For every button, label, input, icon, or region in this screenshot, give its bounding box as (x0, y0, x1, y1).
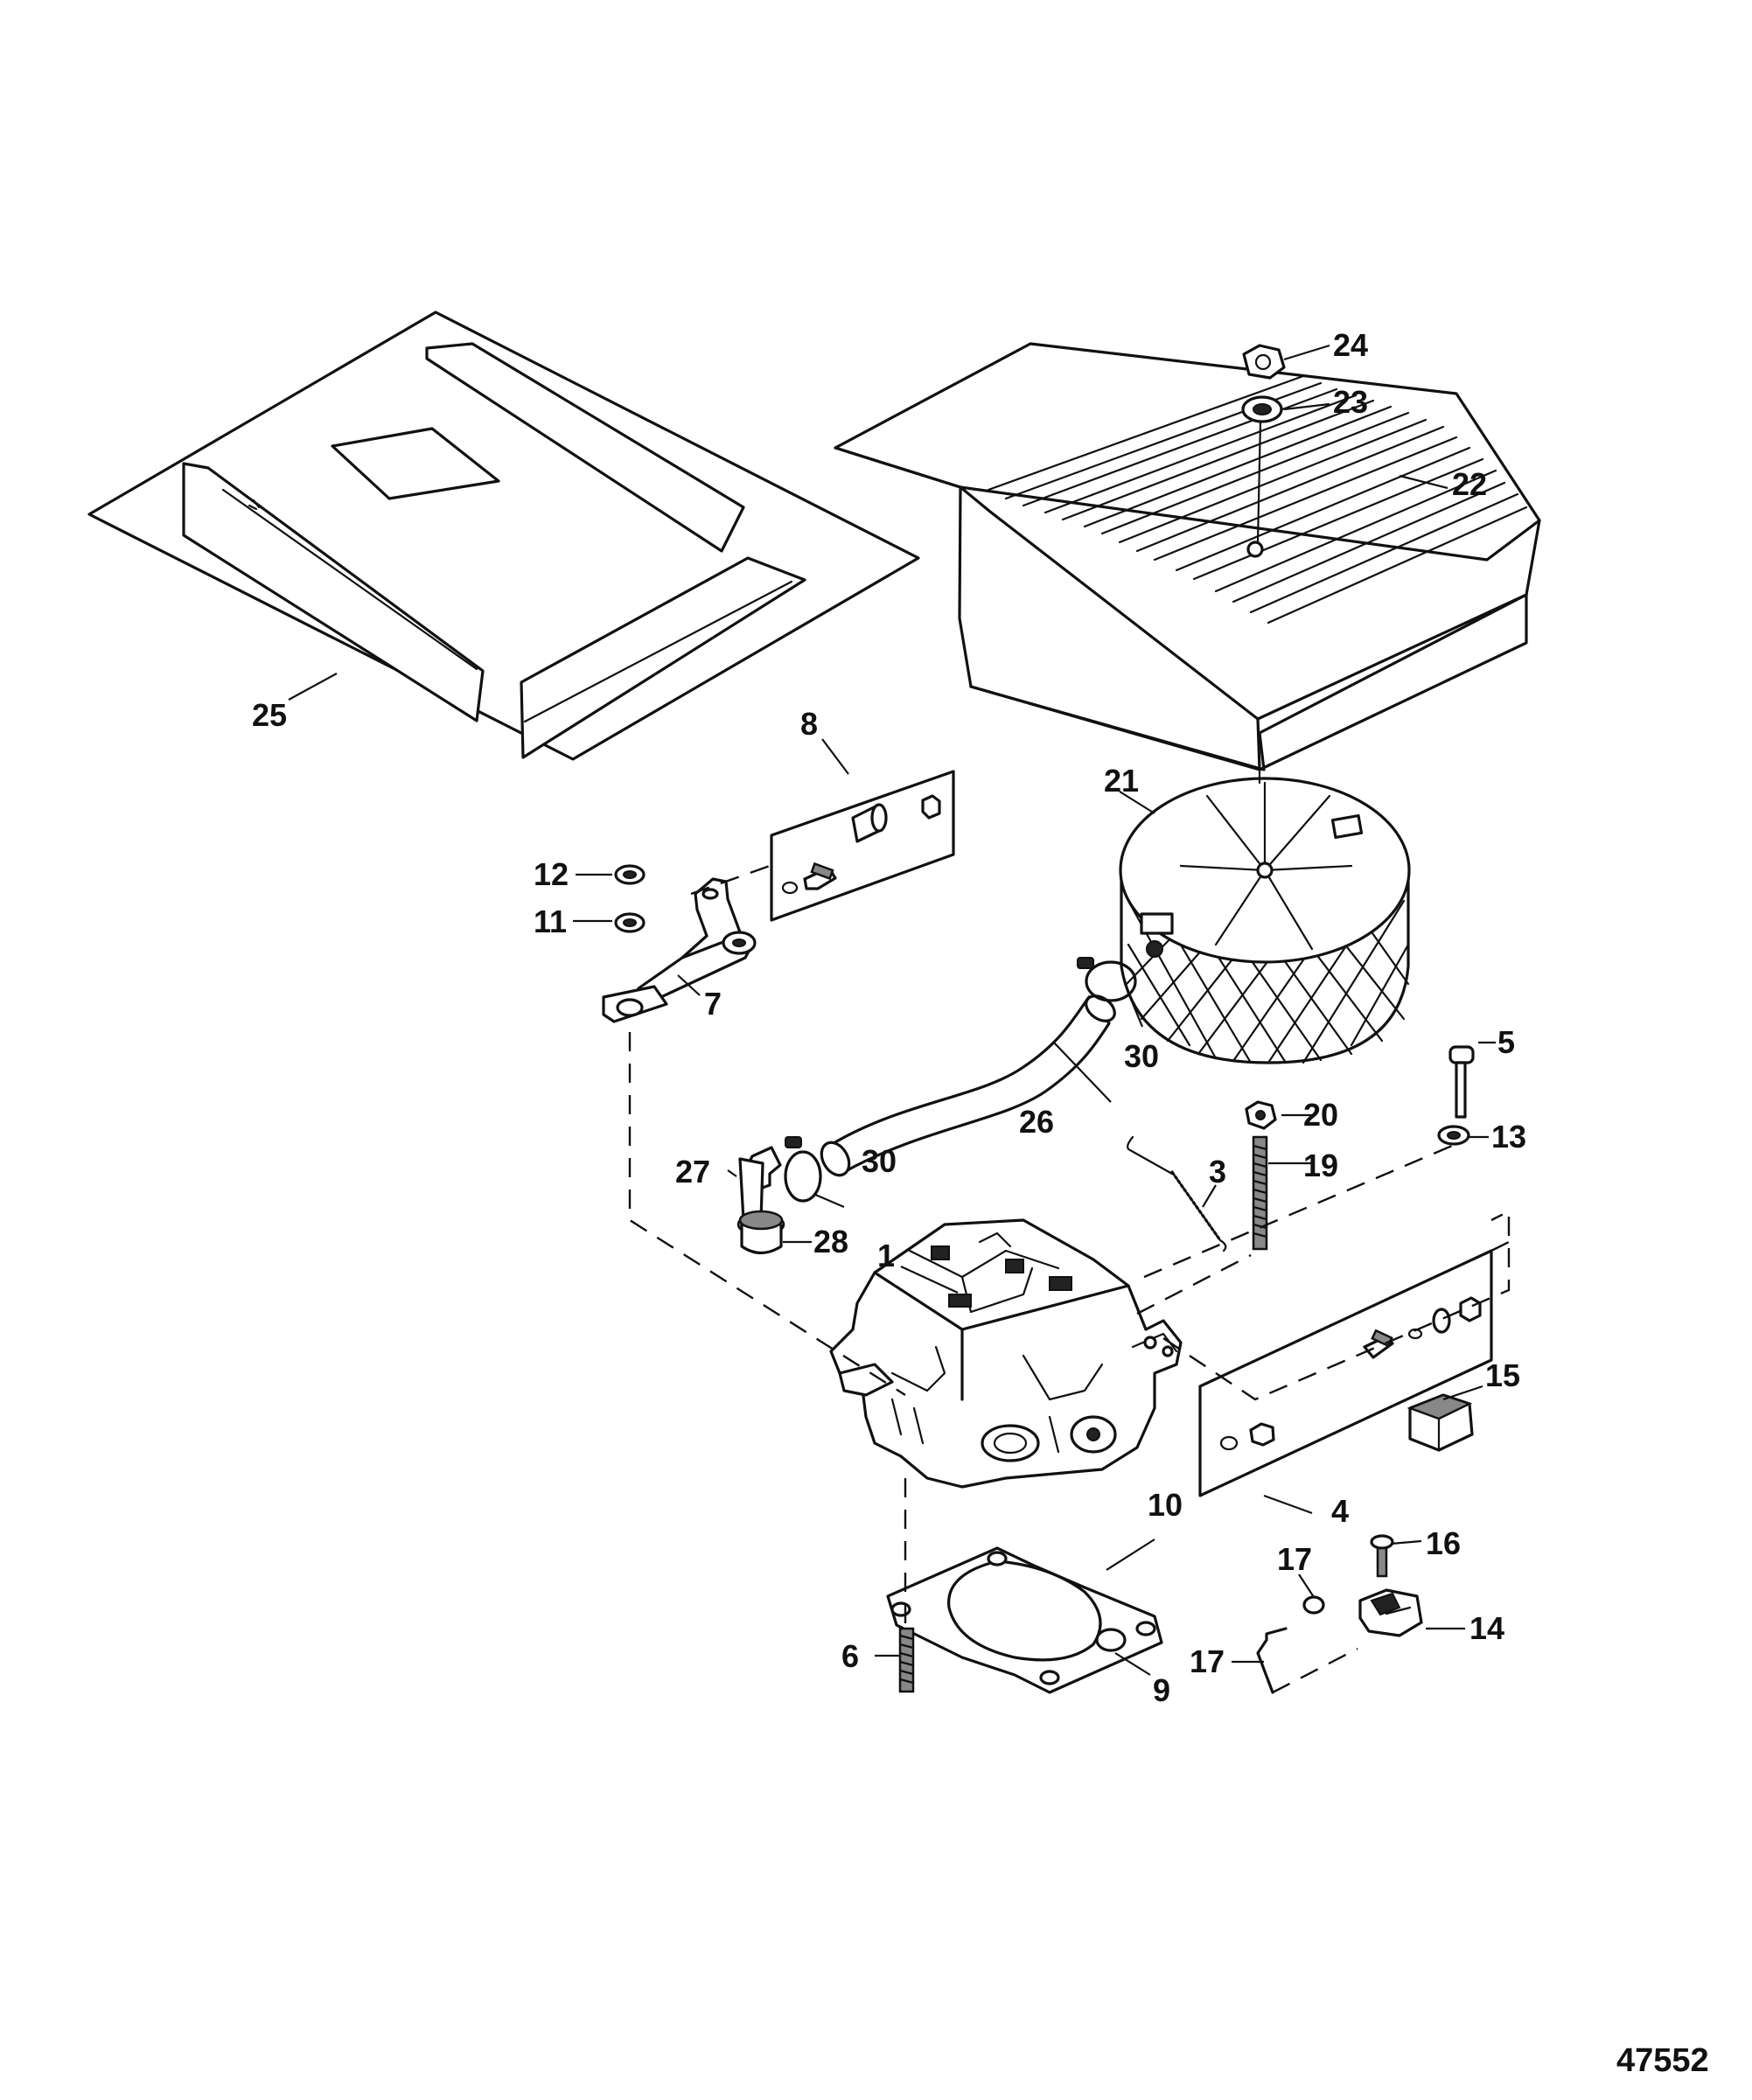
callout-14: 14 (1469, 1610, 1504, 1646)
callout-16: 16 (1426, 1525, 1461, 1561)
part-28-plug (736, 1210, 785, 1255)
part-11-washer (614, 912, 646, 933)
callout-26: 26 (1019, 1104, 1054, 1140)
callout-18: 17 (1277, 1541, 1312, 1577)
callout-20: 20 (1303, 1097, 1338, 1133)
part-12-nut (614, 864, 646, 885)
callout-28: 28 (813, 1224, 848, 1259)
callout-3: 3 (1209, 1154, 1226, 1190)
callout-22: 22 (1452, 466, 1487, 502)
part-22-arrestor-housing (834, 342, 1541, 771)
part-30-hose-clamp-upper (1077, 957, 1137, 1002)
callout-6: 6 (841, 1638, 859, 1674)
part-8-kit-panel (770, 770, 955, 922)
callout-15: 15 (1485, 1357, 1520, 1393)
callout-leader-lines (288, 344, 1496, 1676)
callout-24: 24 (1333, 327, 1368, 363)
stud-axis-line (1256, 420, 1262, 544)
part-7-throttle-bracket (602, 877, 757, 1023)
callout-19: 19 (1303, 1148, 1338, 1183)
assembly-dashed-lines (628, 864, 1511, 1694)
part-3-spring (1127, 1135, 1227, 1252)
part-23-washer (1241, 395, 1283, 423)
callout-17: 17 (1190, 1643, 1225, 1679)
document-number: 47552 (1616, 2042, 1709, 2079)
part-24-nut (1242, 344, 1286, 380)
part-5-screw (1448, 1045, 1475, 1119)
part-19-stud (1252, 1135, 1268, 1251)
callout-30-lower: 30 (862, 1143, 897, 1179)
part-17-rod (1256, 1627, 1288, 1694)
callout-10: 10 (1148, 1487, 1183, 1523)
part-18-washer (1302, 1595, 1325, 1615)
part-20-nut (1245, 1100, 1277, 1130)
callout-23: 23 (1333, 384, 1368, 420)
callout-27: 27 (675, 1154, 710, 1190)
part-9-washer (1095, 1628, 1127, 1652)
part-26-vent-hose (820, 994, 1116, 1177)
part-25-cover-plate (87, 310, 920, 761)
part-10-base-gasket (886, 1546, 1163, 1694)
callout-1: 1 (877, 1238, 895, 1273)
callout-5: 5 (1497, 1024, 1515, 1060)
callout-13: 13 (1491, 1119, 1526, 1155)
callout-8: 8 (800, 706, 818, 742)
part-13-washer (1437, 1125, 1470, 1146)
callout-21: 21 (1104, 763, 1139, 799)
callout-30-upper: 30 (1124, 1038, 1159, 1074)
part-15-cover-block (1406, 1393, 1474, 1452)
part-14-switch (1358, 1588, 1423, 1637)
callout-9: 9 (1153, 1672, 1170, 1708)
part-6-stud (898, 1627, 915, 1693)
part-4-kit-panel (1198, 1249, 1493, 1497)
part-30-hose-clamp-lower (784, 1136, 822, 1203)
callout-7: 7 (704, 986, 722, 1022)
part-1-carburetor (829, 1218, 1183, 1489)
callout-12: 12 (534, 856, 569, 892)
callout-11: 11 (534, 903, 567, 939)
callout-labels: 24 23 22 25 8 21 12 11 7 26 30 30 5 13 2… (252, 327, 1526, 1708)
part-21-arrestor-element (1119, 777, 1411, 1064)
callout-4: 4 (1331, 1493, 1349, 1529)
callout-25: 25 (252, 697, 287, 733)
part-16-screw (1370, 1534, 1394, 1578)
